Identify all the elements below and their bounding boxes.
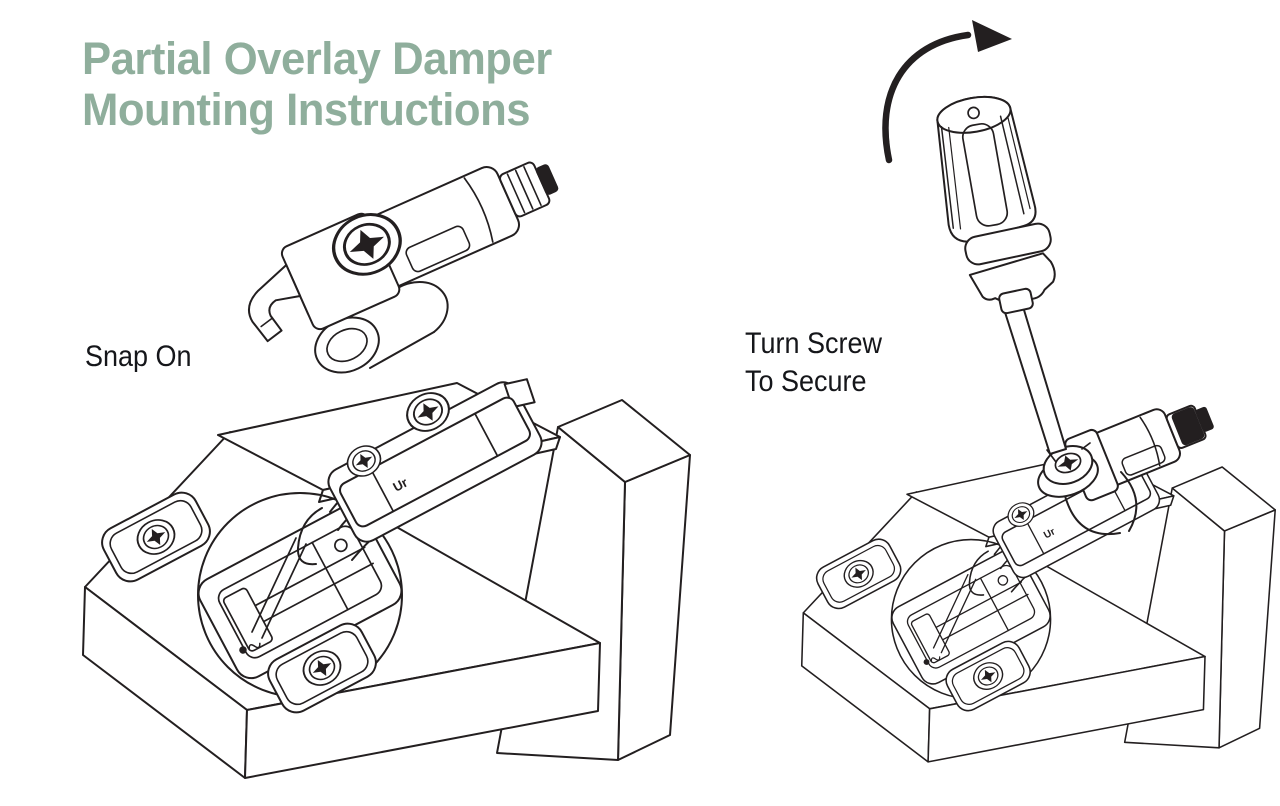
screwdriver — [936, 95, 1067, 455]
door-and-hinge-right — [802, 444, 1275, 762]
step-label-snap-on: Snap On — [85, 338, 192, 376]
figure-snap-on — [83, 161, 690, 778]
screwdriver-ferrule — [964, 222, 1052, 266]
door-and-hinge-left — [83, 370, 690, 778]
damper-side-panel — [1121, 444, 1166, 476]
handle-facet — [961, 123, 1009, 227]
damper-adjuster-nub — [499, 161, 559, 218]
screwdriver-handle — [936, 95, 1037, 243]
page-title-line1: Partial Overlay Damper — [82, 33, 552, 85]
damper-side-panel — [405, 225, 471, 273]
damper-screw-driven — [1037, 442, 1099, 498]
damper-adjuster-nub — [1165, 404, 1214, 450]
figure-turn-screw — [802, 20, 1275, 762]
damper-left — [247, 161, 559, 374]
page-title: Partial Overlay Damper Mounting Instruct… — [82, 33, 552, 136]
damper-clip-hook — [247, 263, 302, 343]
turn-screw-text-line1: Turn Screw — [745, 327, 883, 360]
rotation-arrow-icon — [882, 20, 1012, 164]
page-title-line2: Mounting Instructions — [82, 83, 531, 135]
damper-clip-wrap — [1063, 491, 1121, 536]
screwdriver-shaft — [1002, 299, 1067, 455]
turn-screw-text-line2: To Secure — [745, 364, 867, 398]
snap-on-text: Snap On — [85, 340, 192, 373]
step-label-turn-screw: Turn Screw To Secure — [745, 325, 882, 401]
handle-top-hole — [967, 106, 980, 120]
damper-clip-wrap — [1120, 471, 1138, 532]
